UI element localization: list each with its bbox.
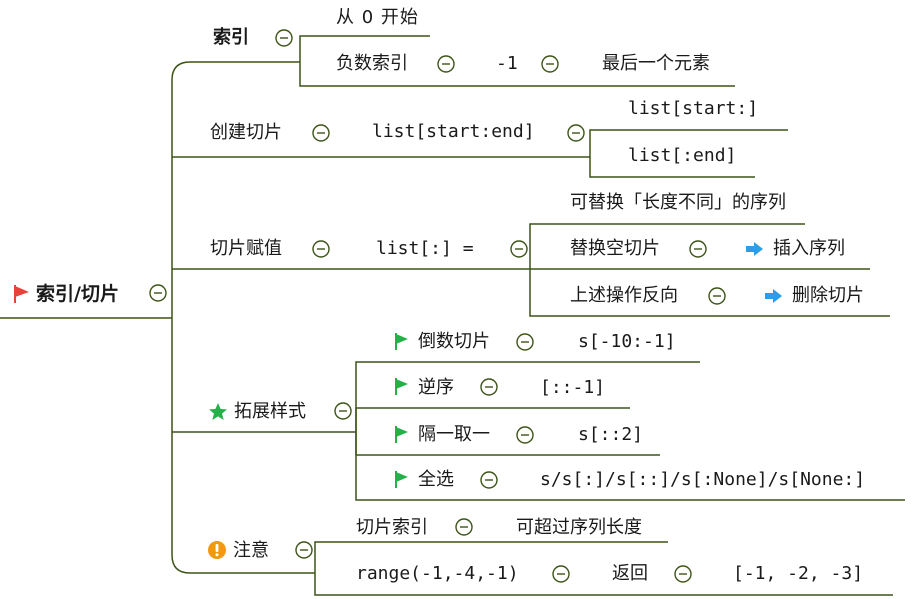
assign-reverse-result[interactable]: 删除切片 bbox=[792, 285, 864, 306]
index-negative-meaning[interactable]: 最后一个元素 bbox=[602, 53, 710, 74]
note-range-expr[interactable]: range(-1,-4,-1) bbox=[356, 563, 519, 584]
slice-syntax[interactable]: list[start:end] bbox=[372, 121, 535, 142]
topic-assign[interactable]: 切片赋值 bbox=[210, 238, 282, 259]
topic-extension[interactable]: 拓展样式 bbox=[234, 401, 306, 422]
note-range-verb[interactable]: 返回 bbox=[612, 563, 648, 584]
note-index-value[interactable]: 可超过序列长度 bbox=[516, 517, 642, 538]
ext-item-label[interactable]: 逆序 bbox=[418, 377, 454, 398]
note-index-label[interactable]: 切片索引 bbox=[356, 517, 428, 538]
warning-icon bbox=[208, 541, 226, 559]
star-icon bbox=[209, 403, 227, 420]
root-topic[interactable]: 索引/切片 bbox=[36, 283, 119, 305]
note-range-result[interactable]: [-1, -2, -3] bbox=[733, 563, 864, 584]
ext-item-value[interactable]: s[::2] bbox=[578, 424, 644, 445]
assign-empty-result[interactable]: 插入序列 bbox=[773, 238, 845, 259]
topic-note[interactable]: 注意 bbox=[233, 540, 269, 561]
assign-syntax[interactable]: list[:] = bbox=[376, 238, 474, 259]
slice-variant[interactable]: list[:end] bbox=[628, 145, 737, 166]
red-flag-icon bbox=[14, 285, 29, 303]
green-flag-icon bbox=[395, 426, 408, 443]
ext-item-value[interactable]: s/s[:]/s[::]/s[:None]/s[None:] bbox=[540, 469, 866, 490]
topic-slice[interactable]: 创建切片 bbox=[210, 122, 282, 143]
arrow-right-icon bbox=[765, 289, 782, 303]
assign-reverse-label[interactable]: 上述操作反向 bbox=[570, 285, 678, 306]
ext-item-label[interactable]: 隔一取一 bbox=[418, 424, 490, 445]
index-negative-label[interactable]: 负数索引 bbox=[336, 53, 408, 74]
index-from-zero[interactable]: 从 0 开始 bbox=[336, 7, 419, 28]
ext-item-label[interactable]: 全选 bbox=[418, 469, 454, 490]
slice-variant[interactable]: list[start:] bbox=[628, 98, 759, 119]
green-flag-icon bbox=[395, 378, 408, 395]
ext-item-value[interactable]: [::-1] bbox=[540, 377, 606, 398]
index-negative-value[interactable]: -1 bbox=[496, 53, 518, 74]
topic-index[interactable]: 索引 bbox=[213, 27, 249, 48]
arrow-right-icon bbox=[746, 242, 763, 256]
assign-note[interactable]: 可替换「长度不同」的序列 bbox=[570, 192, 786, 213]
green-flag-icon bbox=[395, 471, 408, 488]
assign-empty-label[interactable]: 替换空切片 bbox=[570, 238, 660, 259]
ext-item-value[interactable]: s[-10:-1] bbox=[578, 331, 676, 352]
ext-item-label[interactable]: 倒数切片 bbox=[418, 331, 490, 352]
green-flag-icon bbox=[395, 333, 408, 350]
